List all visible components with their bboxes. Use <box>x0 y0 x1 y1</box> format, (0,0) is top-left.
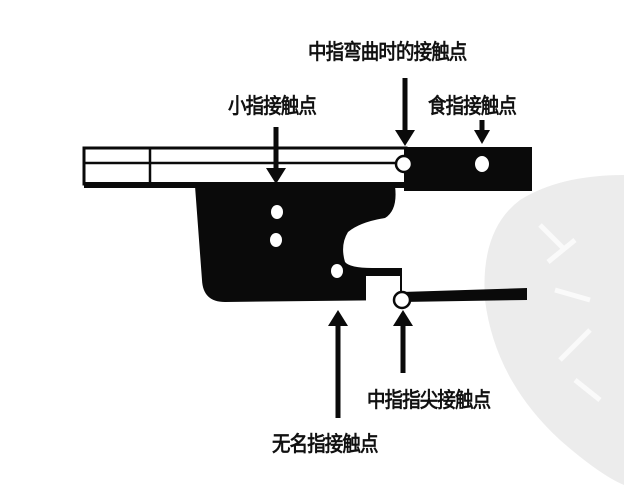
stick-black-block <box>404 147 532 191</box>
label-index-contact: 食指接触点 <box>428 94 517 118</box>
label-middle-finger-bent: 中指弯曲时的接触点 <box>308 40 467 64</box>
bow-hair <box>402 288 527 302</box>
frog-body <box>195 186 402 302</box>
bow-stick <box>82 146 408 188</box>
watermark <box>484 175 624 485</box>
label-ring-finger-contact: 无名指接触点 <box>272 432 378 456</box>
arrows <box>266 78 490 418</box>
label-pinky-contact: 小指接触点 <box>228 94 317 118</box>
contact-points <box>270 154 489 310</box>
label-middle-fingertip-contact: 中指指尖接触点 <box>367 388 491 412</box>
